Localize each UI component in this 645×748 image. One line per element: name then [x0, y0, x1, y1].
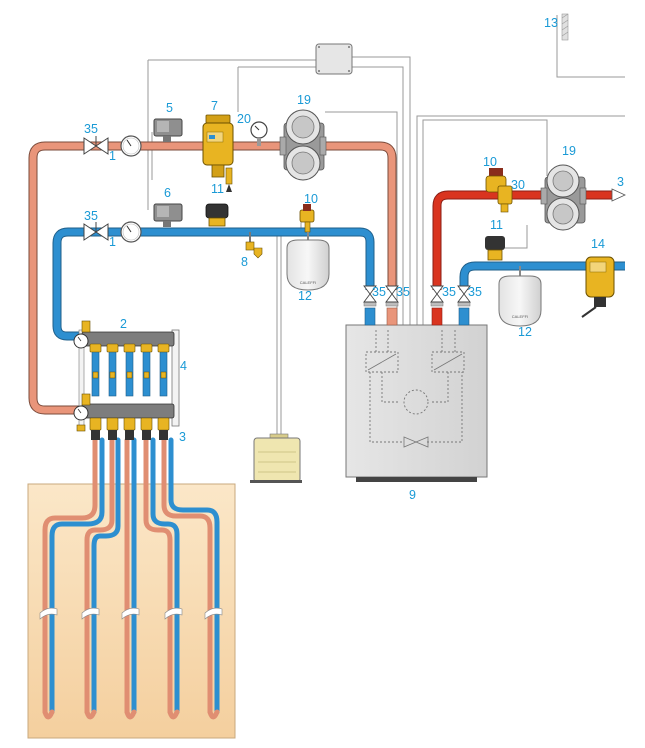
right-heating-circuit [432, 190, 625, 290]
magnetic-filter [581, 256, 615, 318]
label-35: 35 [84, 209, 98, 223]
label-35: 35 [396, 285, 410, 299]
ground-loops [42, 437, 220, 720]
label-13: 13 [544, 16, 558, 30]
label-4: 4 [180, 359, 187, 373]
label-11: 11 [490, 218, 503, 232]
label-14: 14 [591, 237, 605, 251]
control-box [315, 43, 353, 75]
label-10: 10 [483, 155, 497, 169]
left-primary-circuit [28, 141, 397, 415]
labels: 35 1 5 7 20 19 11 35 1 6 10 8 12 2 4 3 3… [84, 16, 624, 502]
heat-pump-unit [345, 324, 488, 482]
ball-valve [83, 222, 109, 241]
flow-switch [153, 203, 183, 227]
label-6: 6 [164, 186, 171, 200]
label-1: 1 [109, 149, 116, 163]
label-8: 8 [241, 255, 248, 269]
label-3: 3 [617, 175, 624, 189]
twin-pump [279, 109, 327, 181]
label-3: 3 [179, 430, 186, 444]
label-7: 7 [211, 99, 218, 113]
ball-valve [363, 285, 471, 303]
label-10: 10 [304, 192, 318, 206]
label-19: 19 [297, 93, 311, 107]
ball-valve [83, 136, 109, 155]
fill-container [250, 433, 302, 483]
label-12: 12 [518, 325, 532, 339]
manifold [73, 320, 180, 440]
svg-text:CALEFFI: CALEFFI [300, 280, 316, 285]
air-vent [485, 236, 505, 261]
thermometer [120, 135, 142, 157]
air-vent [205, 203, 229, 227]
twin-pump [540, 164, 587, 231]
hose-break-marks [39, 607, 223, 620]
label-20: 20 [237, 112, 251, 126]
expansion-tank: CALEFFI [498, 266, 542, 327]
flow-arrow [611, 188, 626, 202]
label-9: 9 [409, 488, 416, 502]
label-11: 11 [211, 182, 224, 196]
expansion-tank: CALEFFI [286, 232, 330, 291]
label-35: 35 [84, 122, 98, 136]
label-35: 35 [442, 285, 456, 299]
wall-marker [561, 13, 569, 41]
label-19: 19 [562, 144, 576, 158]
label-35: 35 [468, 285, 482, 299]
label-2: 2 [120, 317, 127, 331]
right-separator [485, 168, 513, 213]
label-12: 12 [298, 289, 312, 303]
label-5: 5 [166, 101, 173, 115]
pressure-gauge [250, 121, 268, 146]
thermometer [120, 221, 142, 243]
svg-text:CALEFFI: CALEFFI [512, 314, 528, 319]
label-1: 1 [109, 235, 116, 249]
label-30: 30 [511, 178, 525, 192]
label-35: 35 [372, 285, 386, 299]
dirt-separator [202, 114, 234, 192]
drain-valve [245, 232, 263, 259]
flow-switch [153, 118, 183, 142]
